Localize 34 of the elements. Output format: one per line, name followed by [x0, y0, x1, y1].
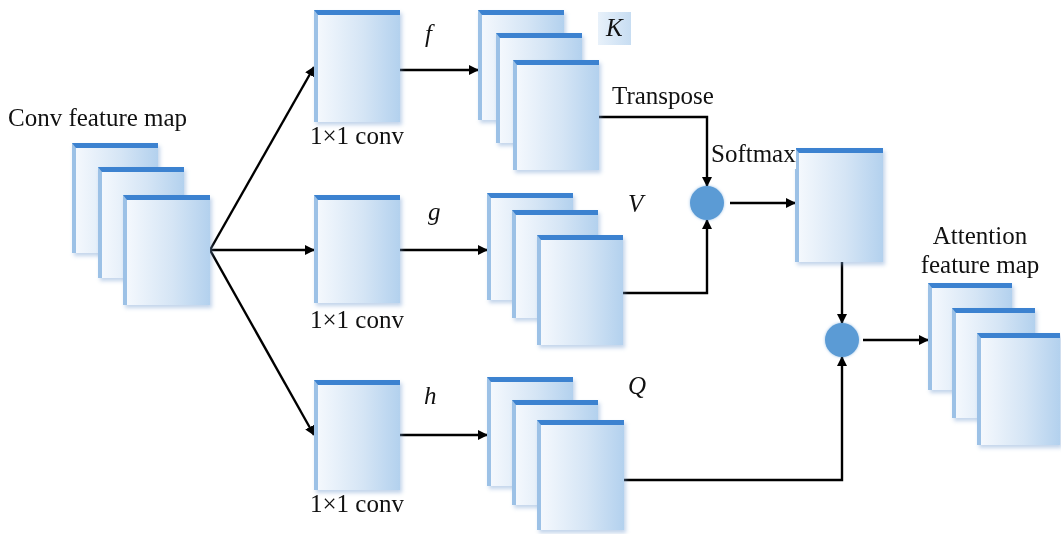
operation-circle: [825, 323, 859, 357]
feature-map-label: Conv feature map: [8, 104, 188, 133]
arrow: [208, 66, 316, 251]
feature-map-label: Q: [628, 372, 647, 401]
arrow: [400, 245, 488, 255]
arrow: [599, 115, 712, 187]
edge-label: g: [428, 198, 441, 227]
operation-circle: [690, 186, 724, 220]
feature-map: [314, 380, 400, 490]
feature-map-label: V: [628, 190, 644, 219]
feature-map: [314, 195, 400, 303]
feature-map-label: 1×1 conv: [310, 490, 404, 519]
feature-map-label: 1×1 conv: [310, 122, 404, 151]
feature-map-stack: [928, 283, 1060, 445]
feature-map-stack: [487, 377, 624, 530]
edge-label: Transpose: [612, 82, 714, 111]
feature-map-label: K: [598, 12, 631, 45]
arrow: [837, 262, 847, 324]
arrow: [400, 65, 479, 75]
arrow: [208, 249, 316, 436]
arrow: [624, 356, 847, 482]
feature-map-stack: [478, 10, 600, 170]
feature-map-stack: [72, 143, 212, 307]
arrow: [730, 198, 796, 208]
arrow: [623, 219, 712, 295]
feature-map-stack: [487, 193, 624, 345]
arrow: [863, 335, 929, 345]
arrow: [400, 430, 488, 440]
arrow: [210, 245, 315, 255]
feature-map: [314, 10, 400, 122]
feature-map-label: 1×1 conv: [310, 306, 404, 335]
feature-map: [795, 148, 883, 262]
feature-map-label: Attention feature map: [919, 222, 1041, 280]
edge-label: h: [424, 382, 437, 411]
